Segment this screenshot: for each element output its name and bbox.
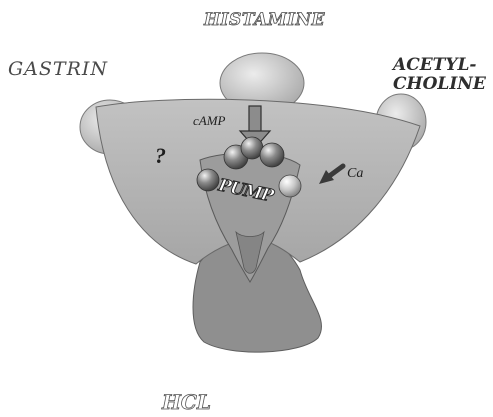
unknown-pathway-label: ? bbox=[155, 143, 166, 169]
acetylcholine-label: ACETYL- CHOLINE bbox=[393, 56, 486, 94]
pump-sphere-left bbox=[197, 169, 219, 191]
calcium-label: Ca bbox=[347, 166, 363, 182]
histamine-label: HISTAMINE bbox=[204, 10, 325, 30]
gastrin-label: GASTRIN bbox=[8, 58, 108, 80]
acetylcholine-label-line2: CHOLINE bbox=[393, 75, 486, 94]
camp-label: cAMP bbox=[193, 113, 225, 129]
pump-sphere-right-top bbox=[260, 143, 284, 167]
pump-sphere-right bbox=[279, 175, 301, 197]
hcl-label: HCL bbox=[162, 390, 211, 414]
acetylcholine-label-line1: ACETYL- bbox=[393, 56, 486, 75]
